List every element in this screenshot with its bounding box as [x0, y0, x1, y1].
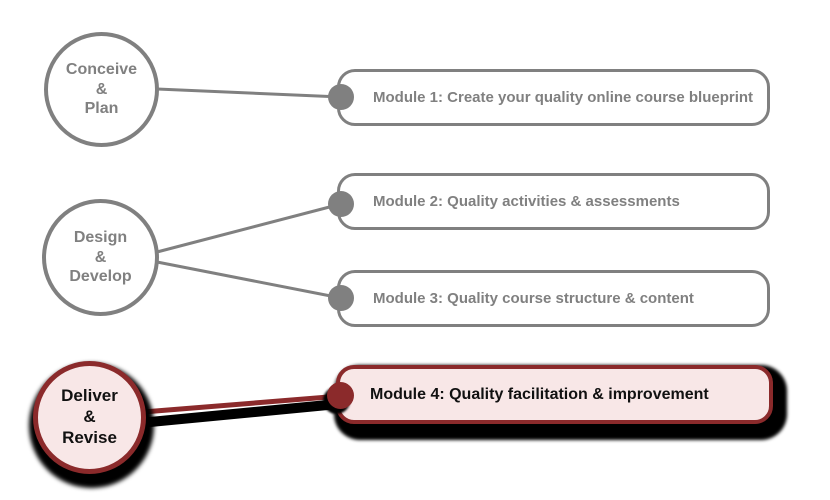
- connector-design-module2: [156, 202, 342, 254]
- module-1-connector-dot: [328, 84, 354, 110]
- connector-deliver-module4: [142, 393, 342, 415]
- phase-line: Deliver: [61, 386, 118, 406]
- module-card-4-highlighted: Module 4: Quality facilitation & improve…: [336, 365, 773, 424]
- phase-line: Plan: [84, 100, 119, 118]
- connector-deliver-module4-shadow: [145, 399, 343, 427]
- phase-line: Conceive: [65, 61, 138, 79]
- phase-line: Revise: [62, 427, 117, 447]
- phase-label-design-develop: Design & Develop: [69, 228, 131, 287]
- module-card-1: Module 1: Create your quality online cou…: [337, 69, 770, 126]
- phase-label-conceive-plan: Conceive & Plan: [66, 60, 137, 119]
- module-1-label: Module 1: Create your quality online cou…: [373, 89, 754, 106]
- connector-conceive-module1: [156, 87, 342, 99]
- module-3-connector-dot: [328, 285, 354, 311]
- module-2-connector-dot: [328, 191, 354, 217]
- phase-circle-design-develop: Design & Develop: [42, 199, 159, 316]
- connector-design-module3: [156, 260, 342, 300]
- phase-line: &: [94, 248, 107, 266]
- module-4-connector-dot: [327, 382, 354, 409]
- phase-line: Design: [73, 229, 128, 247]
- module-card-3: Module 3: Quality course structure & con…: [337, 270, 770, 327]
- phase-circle-conceive-plan: Conceive & Plan: [44, 32, 159, 147]
- phase-circle-deliver-revise: Deliver & Revise: [33, 361, 146, 474]
- module-3-label: Module 3: Quality course structure & con…: [373, 290, 694, 307]
- phase-line: &: [83, 407, 96, 427]
- module-card-2: Module 2: Quality activities & assessmen…: [337, 173, 770, 230]
- module-4-label: Module 4: Quality facilitation & improve…: [370, 385, 709, 403]
- module-2-label: Module 2: Quality activities & assessmen…: [373, 193, 680, 210]
- phase-line: &: [95, 80, 108, 98]
- phase-label-deliver-revise: Deliver & Revise: [61, 386, 118, 448]
- phase-line: Develop: [69, 268, 132, 286]
